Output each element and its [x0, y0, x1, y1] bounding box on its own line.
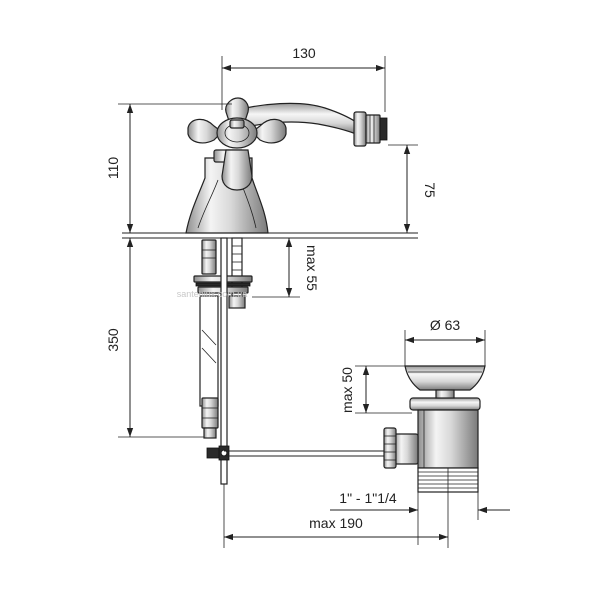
watermark: santehlux.com.ua [177, 289, 248, 299]
dimension-110: 110 [105, 103, 232, 233]
dimension-130: 130 [221, 45, 386, 112]
dimension-75-label: 75 [422, 182, 438, 198]
dimension-max-50: max 50 [339, 365, 412, 414]
dimension-110-label: 110 [105, 157, 121, 180]
dimension-thread-label: 1" - 1"1/4 [339, 490, 397, 506]
dimension-350: 350 [105, 238, 204, 438]
dimension-75: 75 [388, 144, 438, 233]
popup-waste [383, 365, 486, 493]
countertop [122, 232, 418, 239]
faucet-body [185, 102, 388, 234]
waste-side-nut [383, 427, 419, 469]
dimension-max-50-label: max 50 [339, 367, 355, 413]
dimension-diameter-63-label: Ø 63 [430, 317, 461, 333]
dimension-max-190: max 190 [223, 468, 449, 548]
dimension-350-label: 350 [105, 328, 121, 352]
dimension-diameter-63: Ø 63 [404, 317, 486, 366]
dimension-max-55: max 55 [252, 238, 320, 298]
cross-handle [187, 97, 287, 191]
spout-nozzle [353, 111, 388, 147]
dimension-thread: 1" - 1"1/4 [330, 490, 510, 545]
dimension-max-55-label: max 55 [304, 245, 320, 291]
dimension-130-label: 130 [292, 45, 316, 61]
dimension-max-190-label: max 190 [309, 515, 363, 531]
